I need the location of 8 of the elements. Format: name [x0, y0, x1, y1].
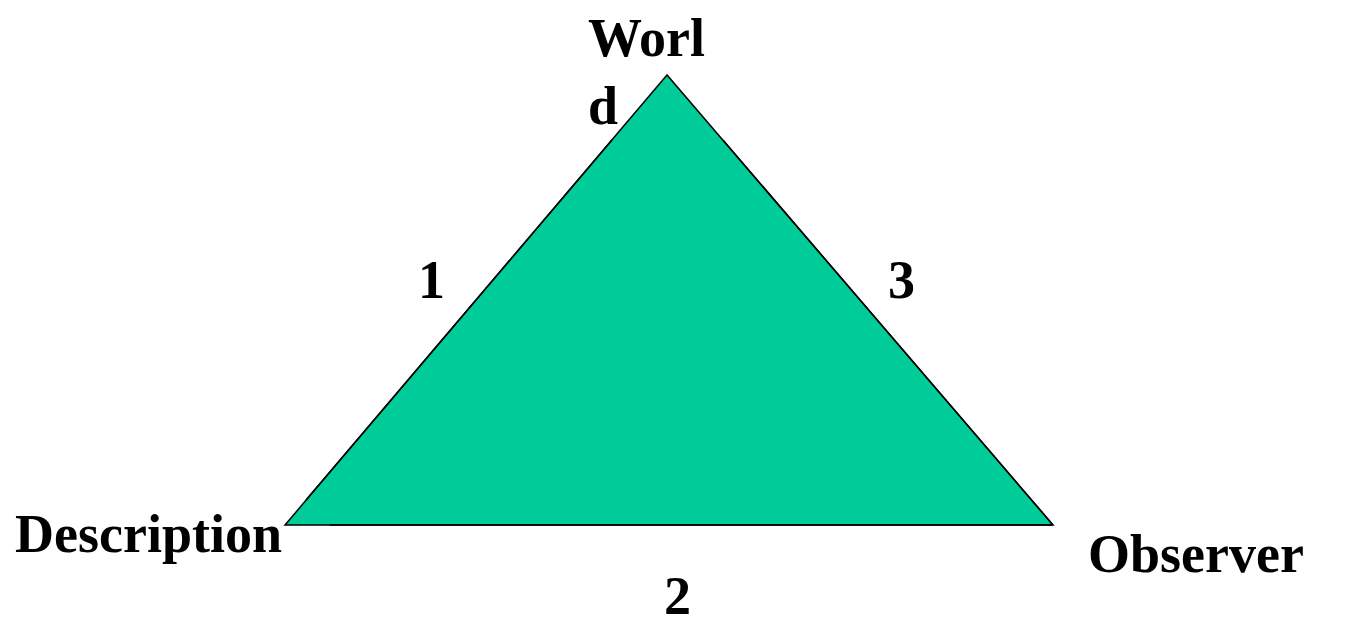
vertex-label: Observer: [1053, 520, 1343, 582]
side-number: 3: [888, 250, 915, 310]
triangle-side: [722, 139, 1054, 526]
triangle-side: [329, 524, 1053, 526]
side-number: 1: [418, 250, 445, 310]
triangle-side: [305, 139, 613, 501]
side-number: 2: [664, 566, 691, 621]
vertex-label: World: [585, 4, 735, 140]
